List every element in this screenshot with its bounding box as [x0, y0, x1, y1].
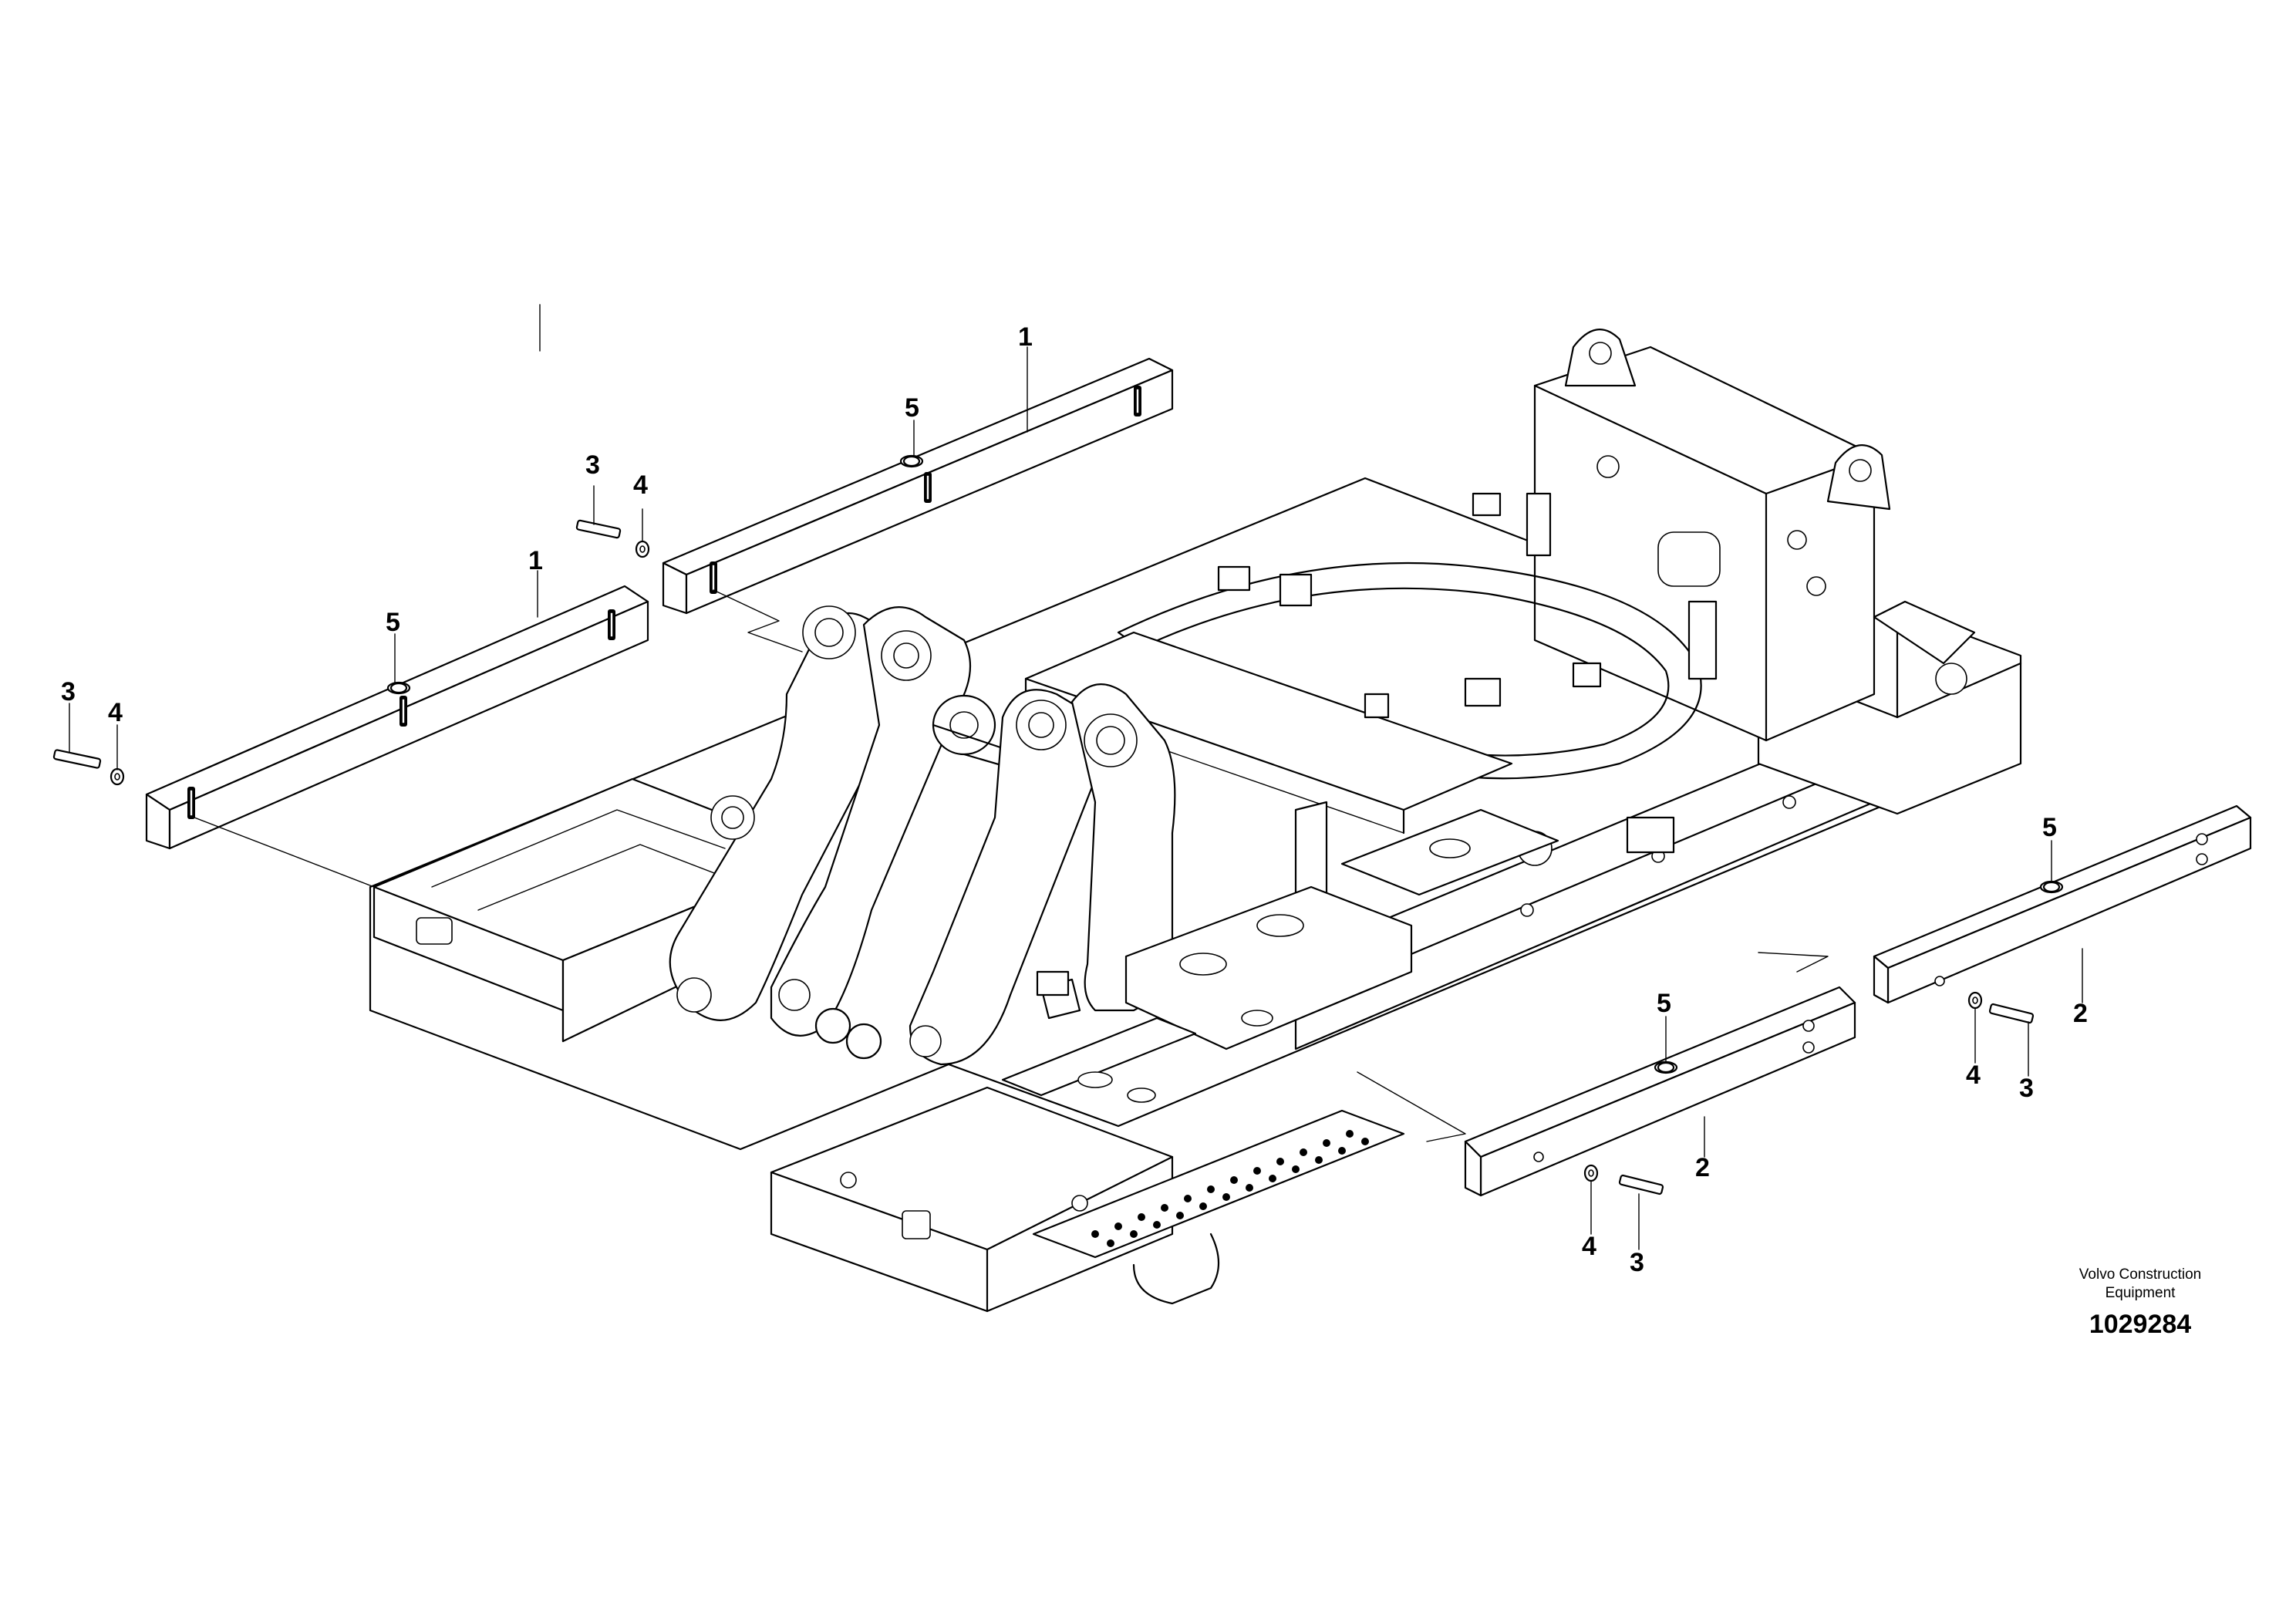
callout-3-upper: 3 — [585, 450, 600, 480]
callout-5-upper: 5 — [905, 393, 919, 423]
callout-4-right: 4 — [1966, 1061, 1981, 1090]
callout-4-upper: 4 — [633, 470, 648, 500]
callout-5-lower: 5 — [386, 608, 400, 637]
callout-3-right: 3 — [2019, 1074, 2034, 1103]
washer-icon — [110, 540, 1983, 1182]
brand-line-2: Equipment — [2106, 1285, 2176, 1301]
swing-bracket — [669, 605, 1176, 1066]
lifting-eye-right — [1826, 444, 1891, 511]
rail-part-1-lower — [145, 585, 649, 850]
drawing-number: 1029284 — [2089, 1310, 2191, 1339]
callout-5-right: 5 — [2042, 813, 2057, 842]
callout-4-left: 4 — [108, 698, 123, 727]
rail-part-2-lower — [1464, 986, 1856, 1197]
callout-2-right: 2 — [2073, 999, 2088, 1028]
callout-1-upper: 1 — [1018, 322, 1033, 352]
rail-part-1-upper — [662, 357, 1174, 615]
deck-tabs — [1217, 492, 1675, 854]
callout-1-lower: 1 — [528, 546, 543, 575]
step-grating-holes — [1091, 1130, 1369, 1247]
rail-part-2-upper — [1873, 804, 2252, 1004]
leader-lines — [69, 304, 2083, 1250]
brand-line-1: Volvo Construction — [2079, 1266, 2201, 1283]
callout-3-left: 3 — [61, 677, 76, 706]
center-panels — [1001, 808, 1559, 1103]
bolt-icon — [52, 519, 2035, 1195]
callout-2-center: 2 — [1695, 1153, 1710, 1182]
plug-icon — [389, 455, 2061, 1074]
title-block: Volvo Construction Equipment 1029284 — [2079, 1266, 2201, 1339]
lifting-eye-left — [1564, 329, 1637, 387]
callout-5-center: 5 — [1657, 989, 1671, 1018]
callout-4-center: 4 — [1582, 1232, 1596, 1261]
callout-labels: 1 1 5 5 3 4 3 4 5 5 2 2 4 3 4 3 — [61, 322, 2088, 1277]
front-step — [770, 1086, 1405, 1313]
callout-3-center: 3 — [1630, 1248, 1644, 1277]
